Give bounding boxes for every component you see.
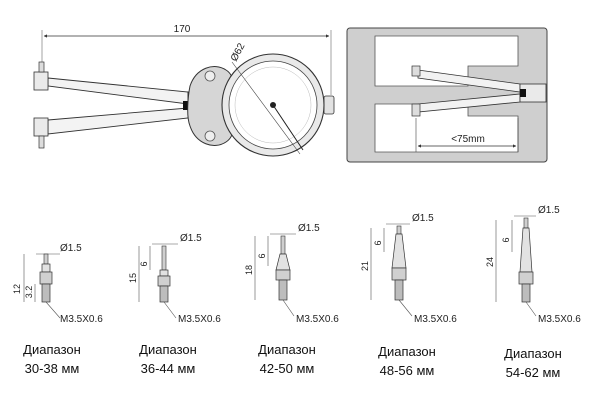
threaded-part bbox=[521, 283, 531, 303]
thread-leader bbox=[282, 299, 295, 317]
tip-42-50: 18 6 Ø1.5 M3.5X0.6 bbox=[244, 223, 339, 325]
hex-nut bbox=[157, 275, 171, 287]
tip-36-44: 15 6 Ø1.5 M3.5X0.6 bbox=[128, 233, 221, 325]
total-height-label: 15 bbox=[128, 273, 138, 283]
contact-tip bbox=[280, 235, 286, 255]
thread-leader bbox=[163, 301, 177, 319]
tip-body bbox=[391, 233, 407, 269]
tip-body bbox=[275, 253, 291, 271]
total-height-label: 12 bbox=[12, 284, 22, 294]
diameter-label: Ø1.5 bbox=[180, 233, 202, 244]
range-value: 48-56 мм bbox=[379, 363, 435, 378]
range-value: 36-44 мм bbox=[140, 361, 196, 376]
threaded-part bbox=[394, 279, 404, 301]
upper-arm bbox=[47, 77, 189, 105]
hex-nut bbox=[391, 267, 407, 281]
range-value: 54-62 мм bbox=[505, 365, 561, 380]
thread-label: M3.5X0.6 bbox=[60, 314, 103, 325]
reach-dimension-label: <75mm bbox=[451, 134, 485, 145]
inset-measurement-view: <75mm bbox=[346, 27, 548, 163]
inset-upper-contact bbox=[411, 65, 421, 77]
thread-label: M3.5X0.6 bbox=[538, 314, 581, 325]
total-height-label: 21 bbox=[360, 261, 370, 271]
range-label: Диапазон bbox=[378, 344, 436, 359]
range-value: 30-38 мм bbox=[24, 361, 80, 376]
range-label: Диапазон bbox=[139, 342, 197, 357]
grip-hole bbox=[204, 130, 216, 142]
threaded-part bbox=[159, 285, 169, 303]
tip-54-62: 24 6 Ø1.5 M3.5X0.6 bbox=[485, 205, 581, 325]
lower-contact-holder bbox=[33, 117, 49, 137]
tip-body bbox=[519, 227, 533, 273]
hex-nut bbox=[518, 271, 534, 285]
contact-tip bbox=[523, 217, 529, 229]
contact-tip bbox=[396, 225, 402, 235]
upper-contact-holder bbox=[33, 71, 49, 91]
diameter-label: Ø1.5 bbox=[538, 205, 560, 216]
caliper-main-view: 170 Ø62 bbox=[33, 24, 335, 157]
tip-shank bbox=[159, 269, 169, 277]
inset-lower-contact bbox=[411, 103, 421, 117]
lower-arm bbox=[47, 107, 189, 135]
range-label: Диапазон bbox=[504, 346, 562, 361]
diameter-label: Ø1.5 bbox=[298, 223, 320, 234]
range-label: Диапазон bbox=[23, 342, 81, 357]
hex-nut bbox=[275, 269, 291, 281]
hex-nut bbox=[39, 271, 53, 285]
lower-contact-point bbox=[38, 135, 45, 149]
thread-label: M3.5X0.6 bbox=[296, 314, 339, 325]
threaded-part bbox=[41, 283, 51, 303]
tip-height-label: 6 bbox=[373, 240, 383, 245]
dial-scale-ring bbox=[234, 66, 312, 144]
tip-height-label: 6 bbox=[139, 261, 149, 266]
inset-pivot bbox=[520, 89, 526, 97]
range-caption: Диапазон 30-38 мм bbox=[0, 340, 107, 378]
range-caption: Диапазон 48-56 мм bbox=[352, 342, 462, 380]
range-caption: Диапазон 54-62 мм bbox=[478, 344, 588, 382]
contact-tip bbox=[43, 253, 49, 265]
thread-leader bbox=[398, 299, 413, 317]
tip-height-label: 3.2 bbox=[24, 286, 34, 299]
grip-hole bbox=[204, 70, 216, 82]
dial-crown bbox=[323, 95, 335, 115]
upper-contact-point bbox=[38, 61, 45, 73]
diameter-label: Ø1.5 bbox=[60, 243, 82, 254]
tip-shank bbox=[41, 263, 51, 273]
length-dimension-label: 170 bbox=[174, 24, 191, 35]
workpiece-upper bbox=[374, 35, 519, 87]
range-caption: Диапазон 42-50 мм bbox=[232, 340, 342, 378]
total-height-label: 24 bbox=[485, 257, 495, 267]
dial-diameter-label: Ø62 bbox=[229, 41, 248, 63]
tip-30-38: 12 3.2 Ø1.5 M3.5X0.6 bbox=[12, 243, 103, 325]
tip-height-label: 6 bbox=[501, 237, 511, 242]
range-label: Диапазон bbox=[258, 342, 316, 357]
total-height-label: 18 bbox=[244, 265, 254, 275]
dial-diameter-line bbox=[231, 61, 301, 155]
tip-48-56: 21 6 Ø1.5 M3.5X0.6 bbox=[360, 213, 457, 325]
tip-height-label: 6 bbox=[257, 253, 267, 258]
thread-label: M3.5X0.6 bbox=[414, 314, 457, 325]
threaded-part bbox=[278, 279, 288, 301]
dial-needle bbox=[272, 104, 304, 151]
thread-leader bbox=[45, 301, 61, 319]
range-value: 42-50 мм bbox=[259, 361, 315, 376]
diameter-label: Ø1.5 bbox=[412, 213, 434, 224]
thread-leader bbox=[525, 301, 537, 317]
range-caption: Диапазон 36-44 мм bbox=[113, 340, 223, 378]
thread-label: M3.5X0.6 bbox=[178, 314, 221, 325]
contact-tip bbox=[161, 245, 167, 271]
